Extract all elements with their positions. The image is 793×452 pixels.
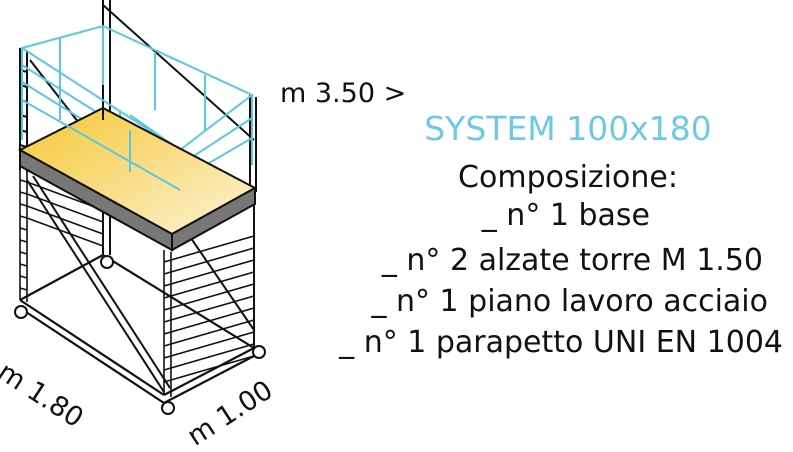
guardrail-front — [21, 60, 181, 191]
caster-wheels — [14, 255, 266, 415]
composition-item: _ n° 1 base — [481, 198, 650, 233]
scaffold-tower-illustration — [14, 0, 266, 415]
system-title: SYSTEM 100x180 — [424, 109, 712, 148]
base-frame — [19, 254, 255, 404]
composition-item: _ n° 1 parapetto UNI EN 1004 — [339, 325, 783, 360]
composition-item: _ n° 1 piano lavoro acciaio — [371, 284, 768, 319]
height-label: m 3.50 > — [280, 78, 407, 109]
frame-right-ladder — [163, 235, 255, 397]
composition-item: _ n° 2 alzate torre M 1.50 — [381, 243, 763, 278]
work-platform — [17, 106, 258, 252]
composition-heading: Composizione: — [458, 160, 678, 195]
frame-left-ladder — [19, 170, 104, 302]
